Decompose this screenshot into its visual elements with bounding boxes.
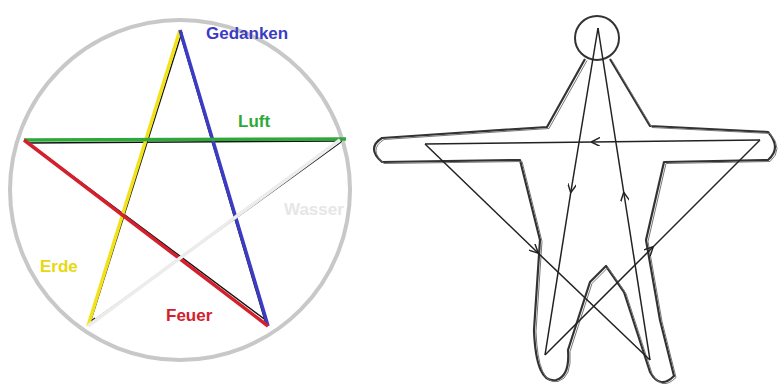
element-label: Erde bbox=[40, 257, 78, 277]
element-label: Luft bbox=[238, 112, 270, 132]
white-line bbox=[88, 140, 340, 326]
circle bbox=[10, 20, 350, 360]
element-label: Wasser bbox=[284, 200, 344, 220]
red-line bbox=[24, 140, 268, 326]
element-label: Gedanken bbox=[206, 24, 288, 44]
green-line bbox=[24, 139, 346, 140]
blue-line bbox=[180, 30, 268, 326]
figure-outline-sketch bbox=[376, 61, 777, 384]
element-label: Feuer bbox=[166, 306, 212, 326]
figure-outline bbox=[374, 59, 775, 382]
figure-pentagram bbox=[425, 28, 760, 360]
yellow-line bbox=[88, 30, 180, 326]
